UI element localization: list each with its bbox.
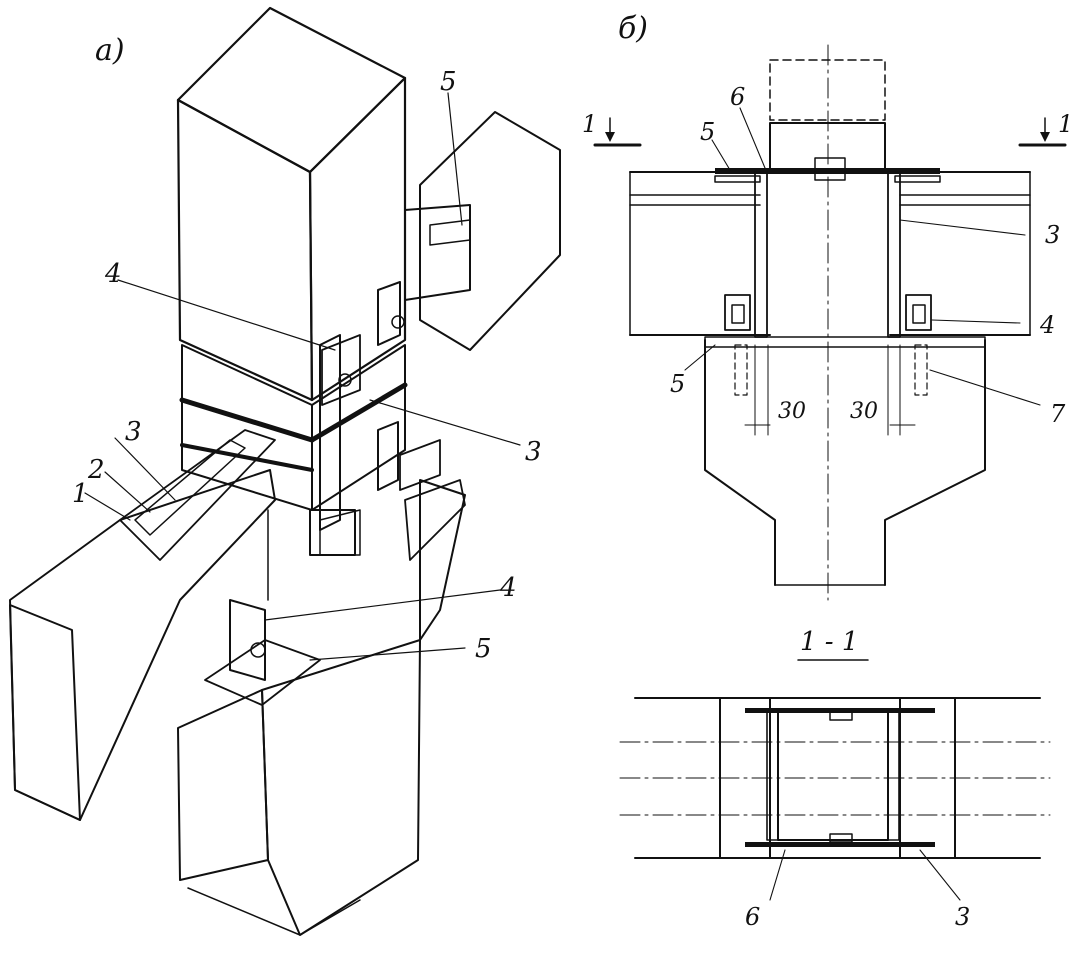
panel-b-callout-4: 4	[1039, 311, 1055, 339]
panel-a-callout-2: 2	[87, 455, 105, 485]
right-column	[419, 479, 466, 641]
section-1-1: 1 - 1 6 3	[619, 627, 1051, 931]
panel-a-callout-1: 1	[72, 479, 89, 509]
panel-b-marker-1-right: 1	[1058, 110, 1073, 138]
panel-a-callout-3b: 3	[525, 437, 542, 467]
lower-column	[177, 639, 421, 936]
upper-column-section	[176, 6, 407, 174]
panel-b-title: б)	[618, 11, 648, 46]
panel-b-callout-6: 6	[730, 83, 745, 111]
panel-b-elevation: б) 1 1 5 6 3 4 5 7 30 30	[582, 11, 1073, 601]
panel-b-callout-7: 7	[1050, 400, 1066, 428]
base-plates	[204, 479, 466, 706]
section-callout-3: 3	[955, 903, 970, 931]
steel-angles	[229, 281, 441, 681]
section-title: 1 - 1	[800, 627, 858, 657]
joint-zone	[179, 344, 408, 511]
section-markers	[593, 117, 1067, 147]
right-beam	[404, 111, 561, 351]
panel-a-title: a)	[95, 33, 125, 68]
panel-b-beams	[629, 171, 1031, 336]
panel-b-callout-5-top: 5	[700, 118, 715, 146]
section-pad-right	[899, 697, 956, 859]
panel-b-leaders	[684, 107, 1041, 406]
panel-a-isometric: a) 1 2 3 3 4 4 5 5	[9, 6, 561, 936]
panel-b-dim-30-right: 30	[850, 399, 878, 424]
left-beam	[9, 429, 276, 821]
panel-b-callout-5-bottom: 5	[670, 370, 685, 398]
panel-a-leaders	[84, 92, 521, 661]
panel-b-dim-30-left: 30	[778, 399, 806, 424]
left-beam-section	[9, 604, 81, 821]
panel-a-callout-5b: 5	[475, 634, 492, 664]
panel-a-callout-4b: 4	[499, 573, 517, 603]
panel-a-callout-4: 4	[104, 259, 122, 289]
panel-a-callout-5: 5	[440, 67, 457, 97]
panel-a-callout-3: 3	[125, 417, 142, 447]
panel-b-lower-column	[704, 336, 986, 586]
gasket-left	[754, 171, 768, 338]
panel-b-callout-3: 3	[1045, 221, 1060, 249]
panel-b-dimensions	[744, 344, 916, 436]
panel-b-marker-1-left: 1	[582, 110, 597, 138]
section-column-core	[777, 711, 889, 841]
section-pad-left	[719, 697, 771, 859]
upper-column	[176, 6, 407, 402]
gasket-right	[887, 171, 901, 338]
section-callout-6: 6	[745, 903, 760, 931]
